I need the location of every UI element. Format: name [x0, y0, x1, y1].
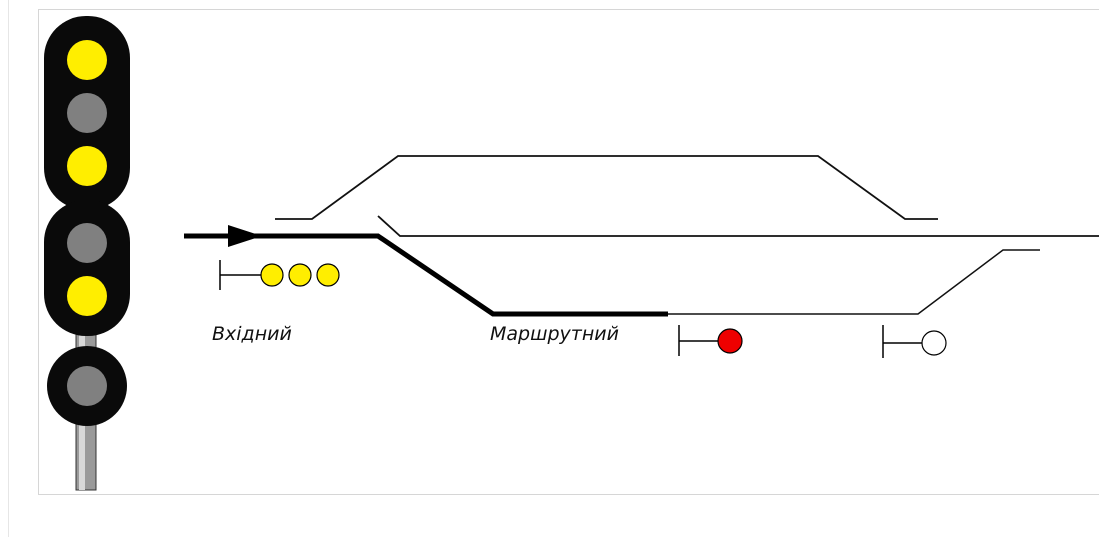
upper-lamp-3 [67, 146, 107, 186]
entry-signal [219, 260, 340, 290]
upper-lamp-1 [67, 40, 107, 80]
entry-lamp-3 [316, 263, 340, 287]
route-path [184, 225, 668, 317]
figure-frame [38, 9, 1099, 495]
route-lamp-red [717, 328, 743, 354]
route-signal-label: Маршрутний [490, 323, 619, 345]
page-left-rule [8, 0, 9, 537]
lower-lamp-2 [67, 276, 107, 316]
route-arrow-icon [228, 225, 262, 247]
entry-lamp-1 [260, 263, 284, 287]
lower-lamp-1 [67, 223, 107, 263]
track-main [377, 215, 1099, 237]
track-lines [275, 155, 1099, 315]
entry-signal-label: Вхідний [212, 323, 292, 345]
shunting-lamp [67, 366, 107, 406]
route-signal [678, 325, 743, 356]
track-upper-siding [275, 155, 938, 220]
shunting-lamp-white [921, 330, 947, 356]
upper-lamp-2 [67, 93, 107, 133]
track-lower-siding [493, 249, 1040, 315]
signal-lower-head [44, 200, 130, 336]
entry-lamp-2 [288, 263, 312, 287]
shunting-signal [882, 325, 947, 358]
